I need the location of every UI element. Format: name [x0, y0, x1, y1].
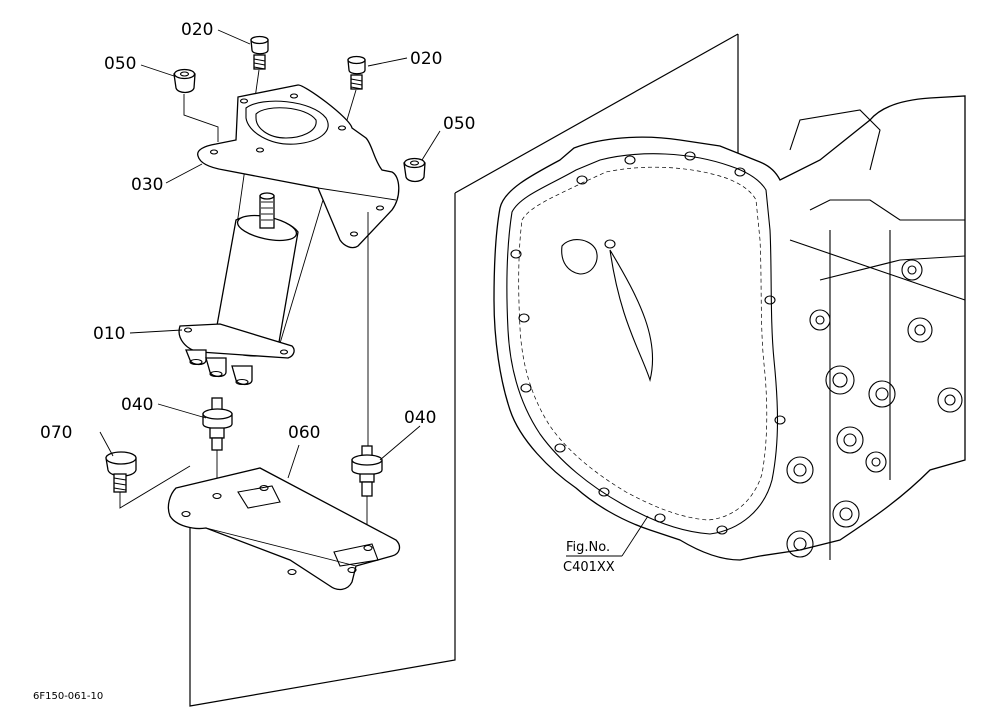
figure-reference: Fig.No. C401XX: [563, 540, 615, 575]
mount-040-left: [202, 397, 233, 495]
motor-010: [178, 192, 299, 386]
mount-040-right: [351, 212, 383, 548]
bolt-070: [105, 451, 191, 509]
transmission-housing: [493, 95, 966, 561]
callout-050-left: 050: [104, 54, 136, 74]
fig-no-label: Fig.No.: [566, 540, 610, 555]
callout-050-right: 050: [443, 114, 475, 134]
callout-070: 070: [40, 423, 72, 443]
plate-060: [167, 467, 401, 591]
callout-labels: 020 020 050 050 030 010 040 040 070 060: [40, 20, 475, 443]
callout-030: 030: [131, 175, 163, 195]
fig-no-value: C401XX: [563, 560, 615, 575]
bracket-030: [197, 84, 400, 249]
callout-040-left: 040: [121, 395, 153, 415]
assembly-frame: [189, 33, 739, 707]
drawing-code: 6F150-061-10: [33, 691, 103, 702]
nut-050-right: [371, 157, 426, 196]
callout-020-left: 020: [181, 20, 213, 40]
nut-050-left: [173, 68, 219, 142]
leader-lines: [99, 29, 649, 557]
callout-010: 010: [93, 324, 125, 344]
callout-060: 060: [288, 423, 320, 443]
callout-020-right: 020: [410, 49, 442, 69]
callout-040-right: 040: [404, 408, 436, 428]
